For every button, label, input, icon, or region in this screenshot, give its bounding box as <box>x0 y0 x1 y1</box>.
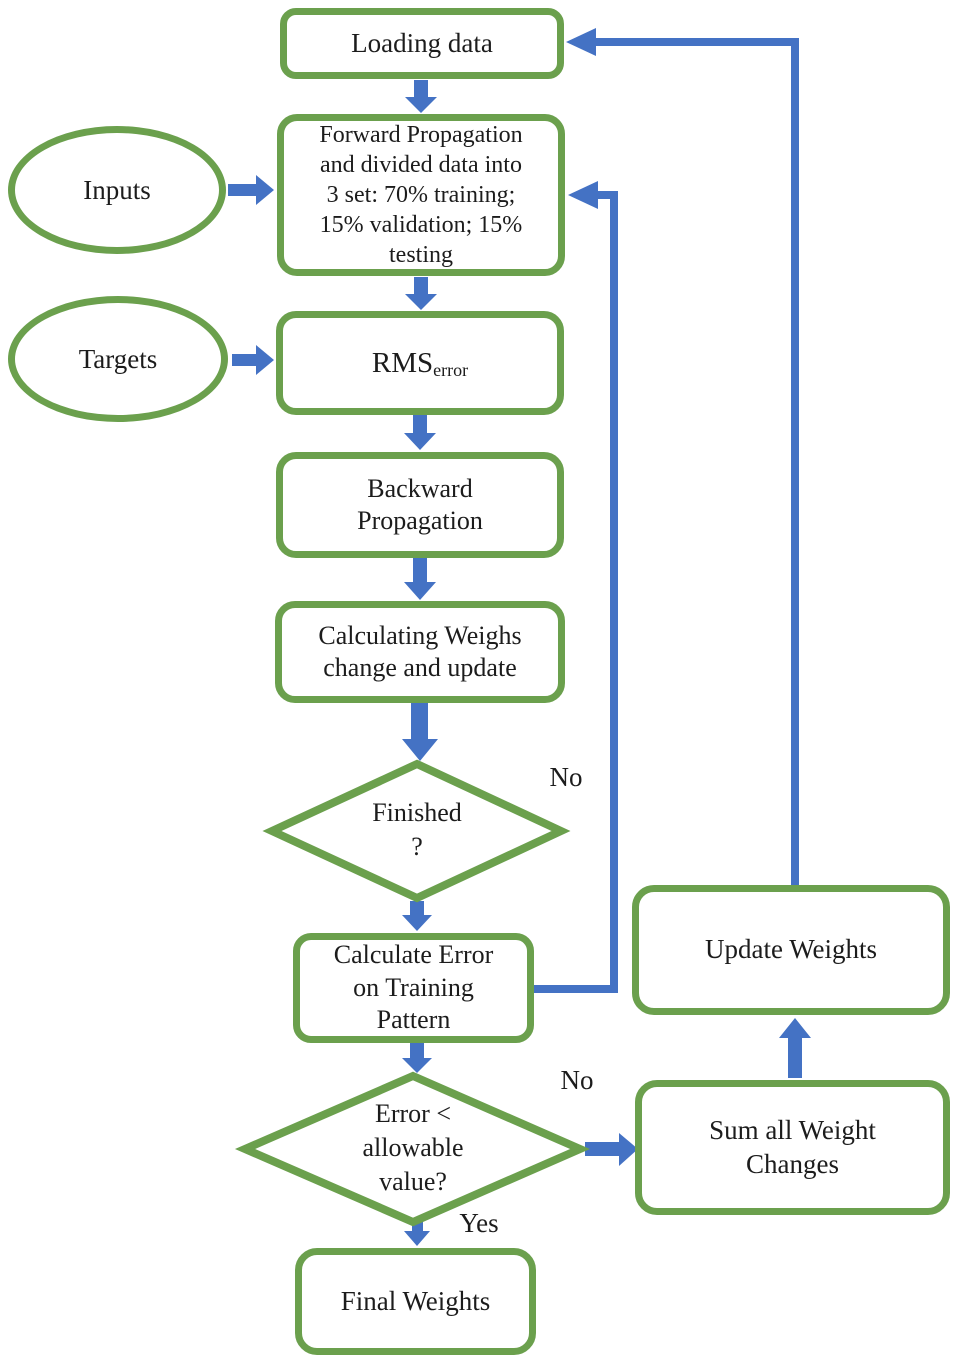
node-calculate-error-line: Pattern <box>376 1005 451 1035</box>
node-sum-weight-changes-line: Sum all Weight <box>709 1114 876 1145</box>
node-calculate-error-line: Calculate Error <box>333 940 494 970</box>
edge-label-no-finished: No <box>549 762 583 792</box>
decision-finished-line: ? <box>411 831 423 861</box>
node-backward-propagation-line: Backward <box>367 473 473 503</box>
decision-error-allowable-line: allowable <box>362 1132 464 1162</box>
arrow-loading-to-forward-icon <box>405 80 437 113</box>
arrowhead-into-forward-prop-icon <box>568 181 598 209</box>
arrow-calcweights-to-finished-icon <box>402 703 438 761</box>
node-forward-propagation-line: testing <box>389 242 453 268</box>
rms-subscript-text: error <box>433 359 469 380</box>
decision-error-allowable-line: Error < <box>374 1099 452 1128</box>
arrow-targets-to-rms-icon <box>232 345 274 375</box>
edge-label-yes-error: Yes <box>459 1208 499 1238</box>
node-inputs: Inputs <box>8 126 226 254</box>
node-inputs-label: Inputs <box>83 174 151 205</box>
node-sum-weight-changes: Sum all Weight Changes <box>635 1080 950 1215</box>
decision-error-allowable <box>234 1071 590 1227</box>
node-loading-data-label: Loading data <box>351 27 493 58</box>
arrow-finished-to-calcerror-icon <box>402 901 432 931</box>
loop-update-weights-to-loading-data <box>594 38 799 885</box>
decision-finished <box>262 759 571 903</box>
node-forward-propagation-line: Forward Propagation <box>319 122 523 148</box>
node-update-weights-label: Update Weights <box>704 934 878 965</box>
arrow-errordecision-to-sumweights-icon <box>585 1133 638 1166</box>
node-loading-data: Loading data <box>280 8 564 79</box>
node-calculating-weighs: Calculating Weighs change and update <box>275 601 565 703</box>
node-forward-propagation-line: and divided data into <box>320 152 522 178</box>
node-calculating-weighs-line: Calculating Weighs <box>318 620 522 650</box>
node-forward-propagation: Forward Propagation and divided data int… <box>277 114 565 276</box>
arrow-backward-to-calcweights-icon <box>404 558 436 600</box>
arrow-forward-to-rms-icon <box>405 277 437 310</box>
node-targets-label: Targets <box>78 343 158 374</box>
node-forward-propagation-line: 3 set: 70% training; <box>326 182 516 208</box>
decision-error-allowable-line: value? <box>379 1166 447 1196</box>
node-targets: Targets <box>8 296 228 422</box>
node-rms-error: RMSerror <box>276 311 564 415</box>
node-final-weights-label: Final Weights <box>340 1285 491 1316</box>
arrow-inputs-to-forward-icon <box>228 175 274 205</box>
loop-calc-error-to-forward-prop <box>534 191 618 993</box>
arrow-sumweights-to-updateweights-icon <box>779 1018 811 1078</box>
node-backward-propagation: Backward Propagation <box>276 452 564 558</box>
decision-finished-label: Finished ? <box>317 796 517 864</box>
arrow-rms-to-backward-icon <box>404 415 436 450</box>
node-backward-propagation-line: Propagation <box>357 506 483 535</box>
node-sum-weight-changes-line: Changes <box>746 1148 839 1179</box>
node-calculate-error: Calculate Error on Training Pattern <box>293 933 534 1043</box>
decision-finished-line: Finished <box>372 798 462 827</box>
arrow-errordecision-to-finalweights-icon <box>404 1218 430 1246</box>
node-final-weights: Final Weights <box>295 1248 536 1355</box>
rms-main-text: RMS <box>371 346 434 379</box>
edge-label-no-error: No <box>560 1065 594 1095</box>
decision-error-allowable-label: Error < allowable value? <box>313 1097 513 1198</box>
node-rms-error-label: RMSerror <box>372 345 468 382</box>
node-calculate-error-line: on Training <box>353 972 474 1002</box>
arrow-calcerror-to-errordecision-icon <box>402 1043 432 1073</box>
arrowhead-into-loading-data-icon <box>566 28 596 56</box>
node-update-weights: Update Weights <box>632 885 950 1015</box>
node-calculating-weighs-line: change and update <box>323 653 517 682</box>
node-forward-propagation-line: 15% validation; 15% <box>319 212 523 238</box>
